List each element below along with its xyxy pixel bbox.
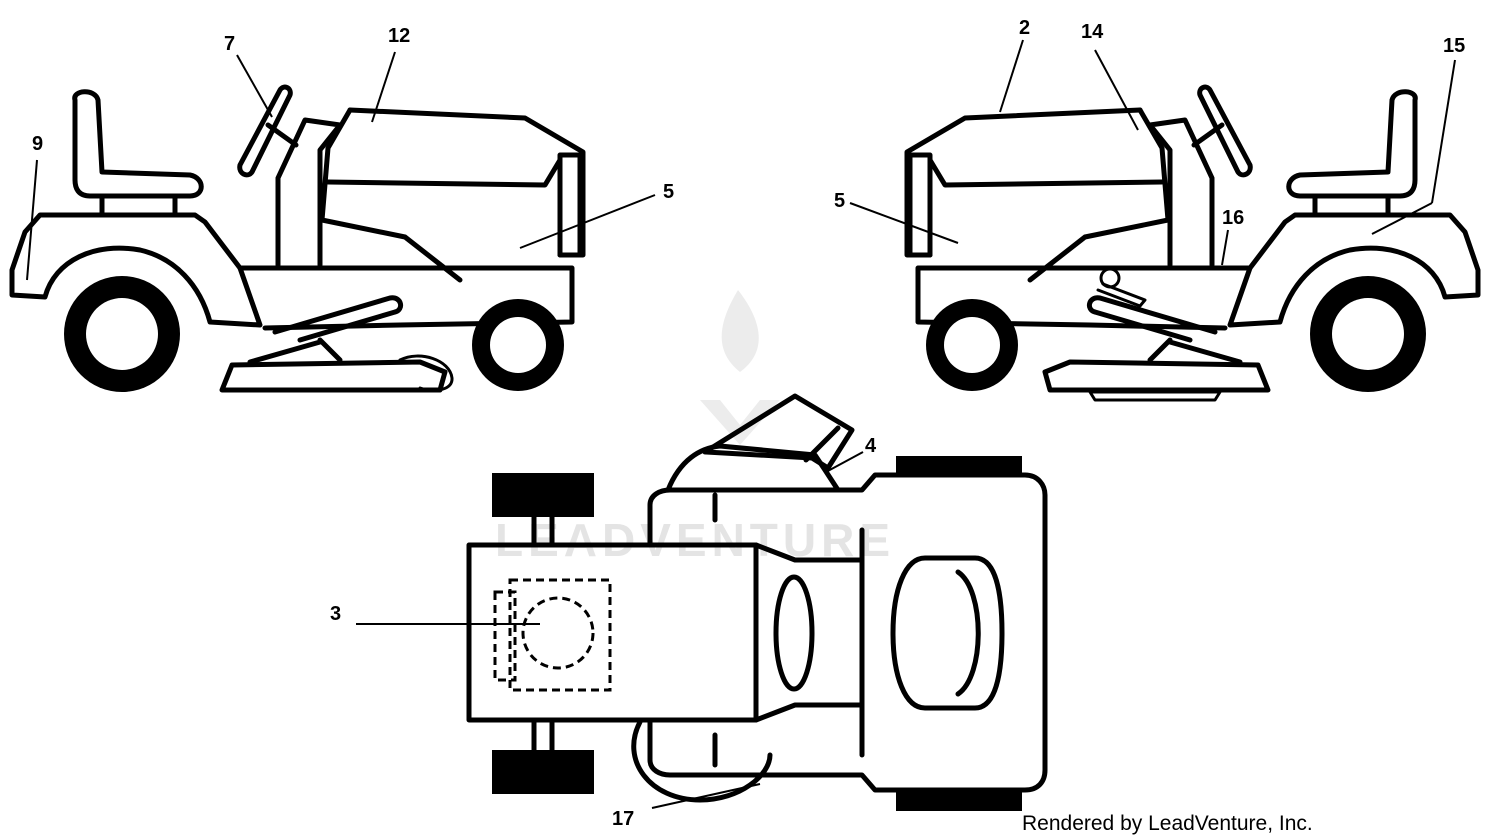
leader-5-right — [849, 202, 959, 244]
leader-14 — [1094, 49, 1139, 131]
callout-3: 3 — [330, 603, 341, 625]
right-deck-hanger — [1147, 337, 1243, 365]
right-steering-column — [1191, 122, 1225, 148]
leader-15-a — [1431, 59, 1456, 204]
right-pedal — [1086, 295, 1218, 343]
top-engine-filter-hidden — [493, 590, 517, 682]
right-rear-fender — [1227, 212, 1481, 328]
leader-12 — [371, 51, 396, 123]
right-rear-hub — [1332, 298, 1404, 370]
callout-16: 16 — [1222, 207, 1244, 229]
right-grille — [907, 152, 933, 258]
tractor-left-side-view — [9, 84, 586, 393]
left-front-hub — [490, 317, 546, 373]
left-seat — [72, 89, 204, 199]
top-seat-back — [955, 569, 981, 697]
right-seat — [1286, 89, 1418, 199]
top-chute-edge — [803, 425, 841, 463]
tractor-top-view — [466, 393, 1048, 811]
callout-5-left: 5 — [663, 181, 674, 203]
leader-9 — [26, 159, 38, 281]
callout-9: 9 — [32, 133, 43, 155]
callout-14: 14 — [1081, 21, 1104, 43]
top-deck-lower — [631, 719, 773, 803]
top-front-axle — [531, 514, 555, 753]
top-engine-hidden — [508, 578, 612, 692]
left-rear-hub — [86, 298, 158, 370]
leader-16 — [1221, 229, 1229, 266]
top-rear-tire-upper — [896, 456, 1022, 476]
leader-15-b — [1371, 202, 1433, 235]
leader-5-left — [519, 194, 656, 249]
top-seat — [890, 555, 1005, 711]
right-hood-line — [927, 157, 1165, 188]
callout-2: 2 — [1019, 17, 1030, 39]
left-deck-hanger — [247, 337, 343, 365]
top-front-tire-upper — [492, 473, 594, 517]
callouts: 7 12 9 5 2 14 15 5 16 4 3 17 — [32, 17, 1465, 830]
top-chassis — [647, 472, 1048, 793]
left-hood-line — [325, 157, 563, 188]
callout-17: 17 — [612, 808, 634, 830]
left-mower-deck — [219, 359, 448, 393]
callout-15: 15 — [1443, 35, 1465, 57]
callout-7: 7 — [224, 33, 235, 55]
watermark-text: LEADVENTURE — [495, 514, 895, 566]
leader-4 — [825, 451, 864, 473]
top-deck-upper — [665, 443, 841, 493]
left-pedal — [272, 295, 404, 343]
left-deck-chute — [398, 354, 454, 392]
leader-2 — [999, 39, 1024, 113]
leader-lines — [26, 39, 1456, 809]
right-mower-deck — [1042, 359, 1271, 393]
right-lever — [1096, 282, 1147, 308]
top-steering-wheel — [773, 574, 815, 692]
left-hood-side — [319, 107, 463, 283]
top-hood — [466, 542, 759, 723]
watermark-v-icon — [700, 400, 780, 445]
leader-7 — [236, 54, 273, 118]
watermark-flame-icon — [721, 290, 759, 372]
left-grille — [557, 152, 583, 258]
right-hood-side — [1027, 107, 1171, 283]
tractor-right-side-view — [904, 84, 1481, 402]
left-rear-fender — [9, 212, 263, 328]
right-front-hub — [944, 317, 1000, 373]
left-steering-wheel — [237, 84, 293, 178]
top-front-tire-lower — [492, 750, 594, 794]
leader-17 — [651, 783, 761, 809]
render-credit: Rendered by LeadVenture, Inc. — [1022, 812, 1313, 835]
right-steering-wheel — [1197, 84, 1253, 178]
callout-12: 12 — [388, 25, 410, 47]
callout-5-right: 5 — [834, 190, 845, 212]
watermark: LEADVENTURE — [495, 290, 895, 566]
callout-4: 4 — [865, 435, 877, 457]
left-seat-post — [99, 194, 178, 218]
top-engine-pulley-hidden — [521, 596, 595, 670]
top-discharge-chute — [702, 393, 855, 471]
left-steering-column — [265, 122, 299, 148]
top-rear-tire-lower — [896, 791, 1022, 811]
top-dash — [753, 542, 865, 723]
right-seat-post — [1312, 194, 1391, 218]
right-deck-skirt — [1088, 390, 1222, 402]
